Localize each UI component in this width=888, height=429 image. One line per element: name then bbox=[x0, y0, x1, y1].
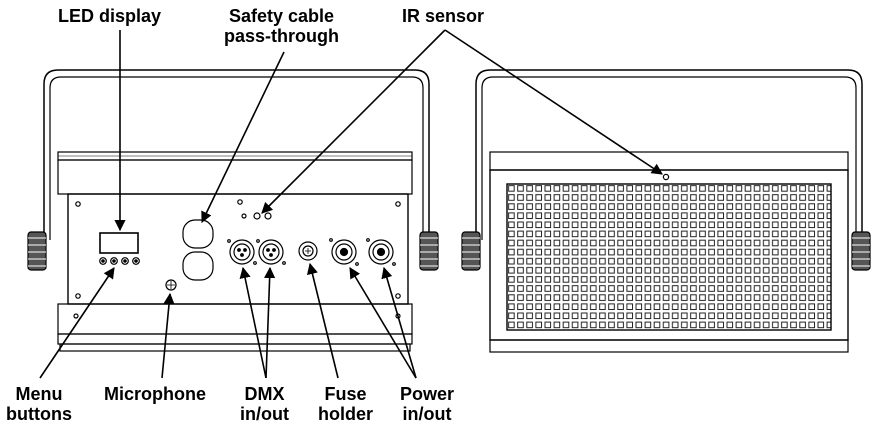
leader-lines bbox=[39, 29, 663, 379]
label-dmx: DMX in/out bbox=[240, 384, 289, 424]
dmx-in-connector bbox=[227, 239, 257, 265]
led-matrix bbox=[506, 183, 832, 331]
arrow-power-out bbox=[381, 266, 417, 379]
arrow-fuse bbox=[306, 262, 339, 379]
rear-view-unit bbox=[27, 69, 439, 352]
label-ir-sensor: IR sensor bbox=[402, 6, 485, 26]
label-menu-buttons: Menu buttons bbox=[6, 384, 72, 424]
safety-cable-hole-top bbox=[182, 219, 214, 249]
power-in-connector bbox=[329, 238, 359, 266]
microphone bbox=[165, 279, 177, 291]
left-knob bbox=[27, 231, 47, 271]
ir-sensor-rear bbox=[253, 212, 261, 220]
arrow-microphone bbox=[161, 292, 175, 379]
power-out-connector bbox=[366, 238, 396, 266]
label-safety-cable: Safety cable pass-through bbox=[224, 6, 339, 46]
led-display bbox=[99, 232, 139, 254]
arrow-dmx-in bbox=[239, 266, 267, 379]
label-power: Power in/out bbox=[400, 384, 455, 424]
menu-buttons bbox=[99, 257, 140, 265]
arrow-dmx-out bbox=[264, 266, 276, 379]
right-knob bbox=[419, 231, 439, 271]
label-led-display: LED display bbox=[58, 6, 162, 26]
front-handle bbox=[475, 69, 863, 240]
dmx-out-connector bbox=[256, 239, 286, 265]
ir-sensor bbox=[662, 173, 670, 181]
label-microphone: Microphone bbox=[104, 384, 206, 404]
front-view-unit bbox=[461, 69, 871, 353]
label-fuse-holder: Fuse holder bbox=[318, 384, 374, 424]
arrow-safety-cable bbox=[201, 51, 285, 224]
fuse-holder bbox=[298, 241, 318, 261]
arrow-ir-rear bbox=[261, 29, 446, 214]
arrow-ir-front bbox=[444, 29, 663, 175]
arrow-menu-buttons bbox=[39, 267, 115, 379]
arrow-power-in bbox=[349, 267, 417, 379]
rear-handle bbox=[43, 69, 430, 240]
safety-cable-hole-bottom bbox=[182, 251, 214, 281]
